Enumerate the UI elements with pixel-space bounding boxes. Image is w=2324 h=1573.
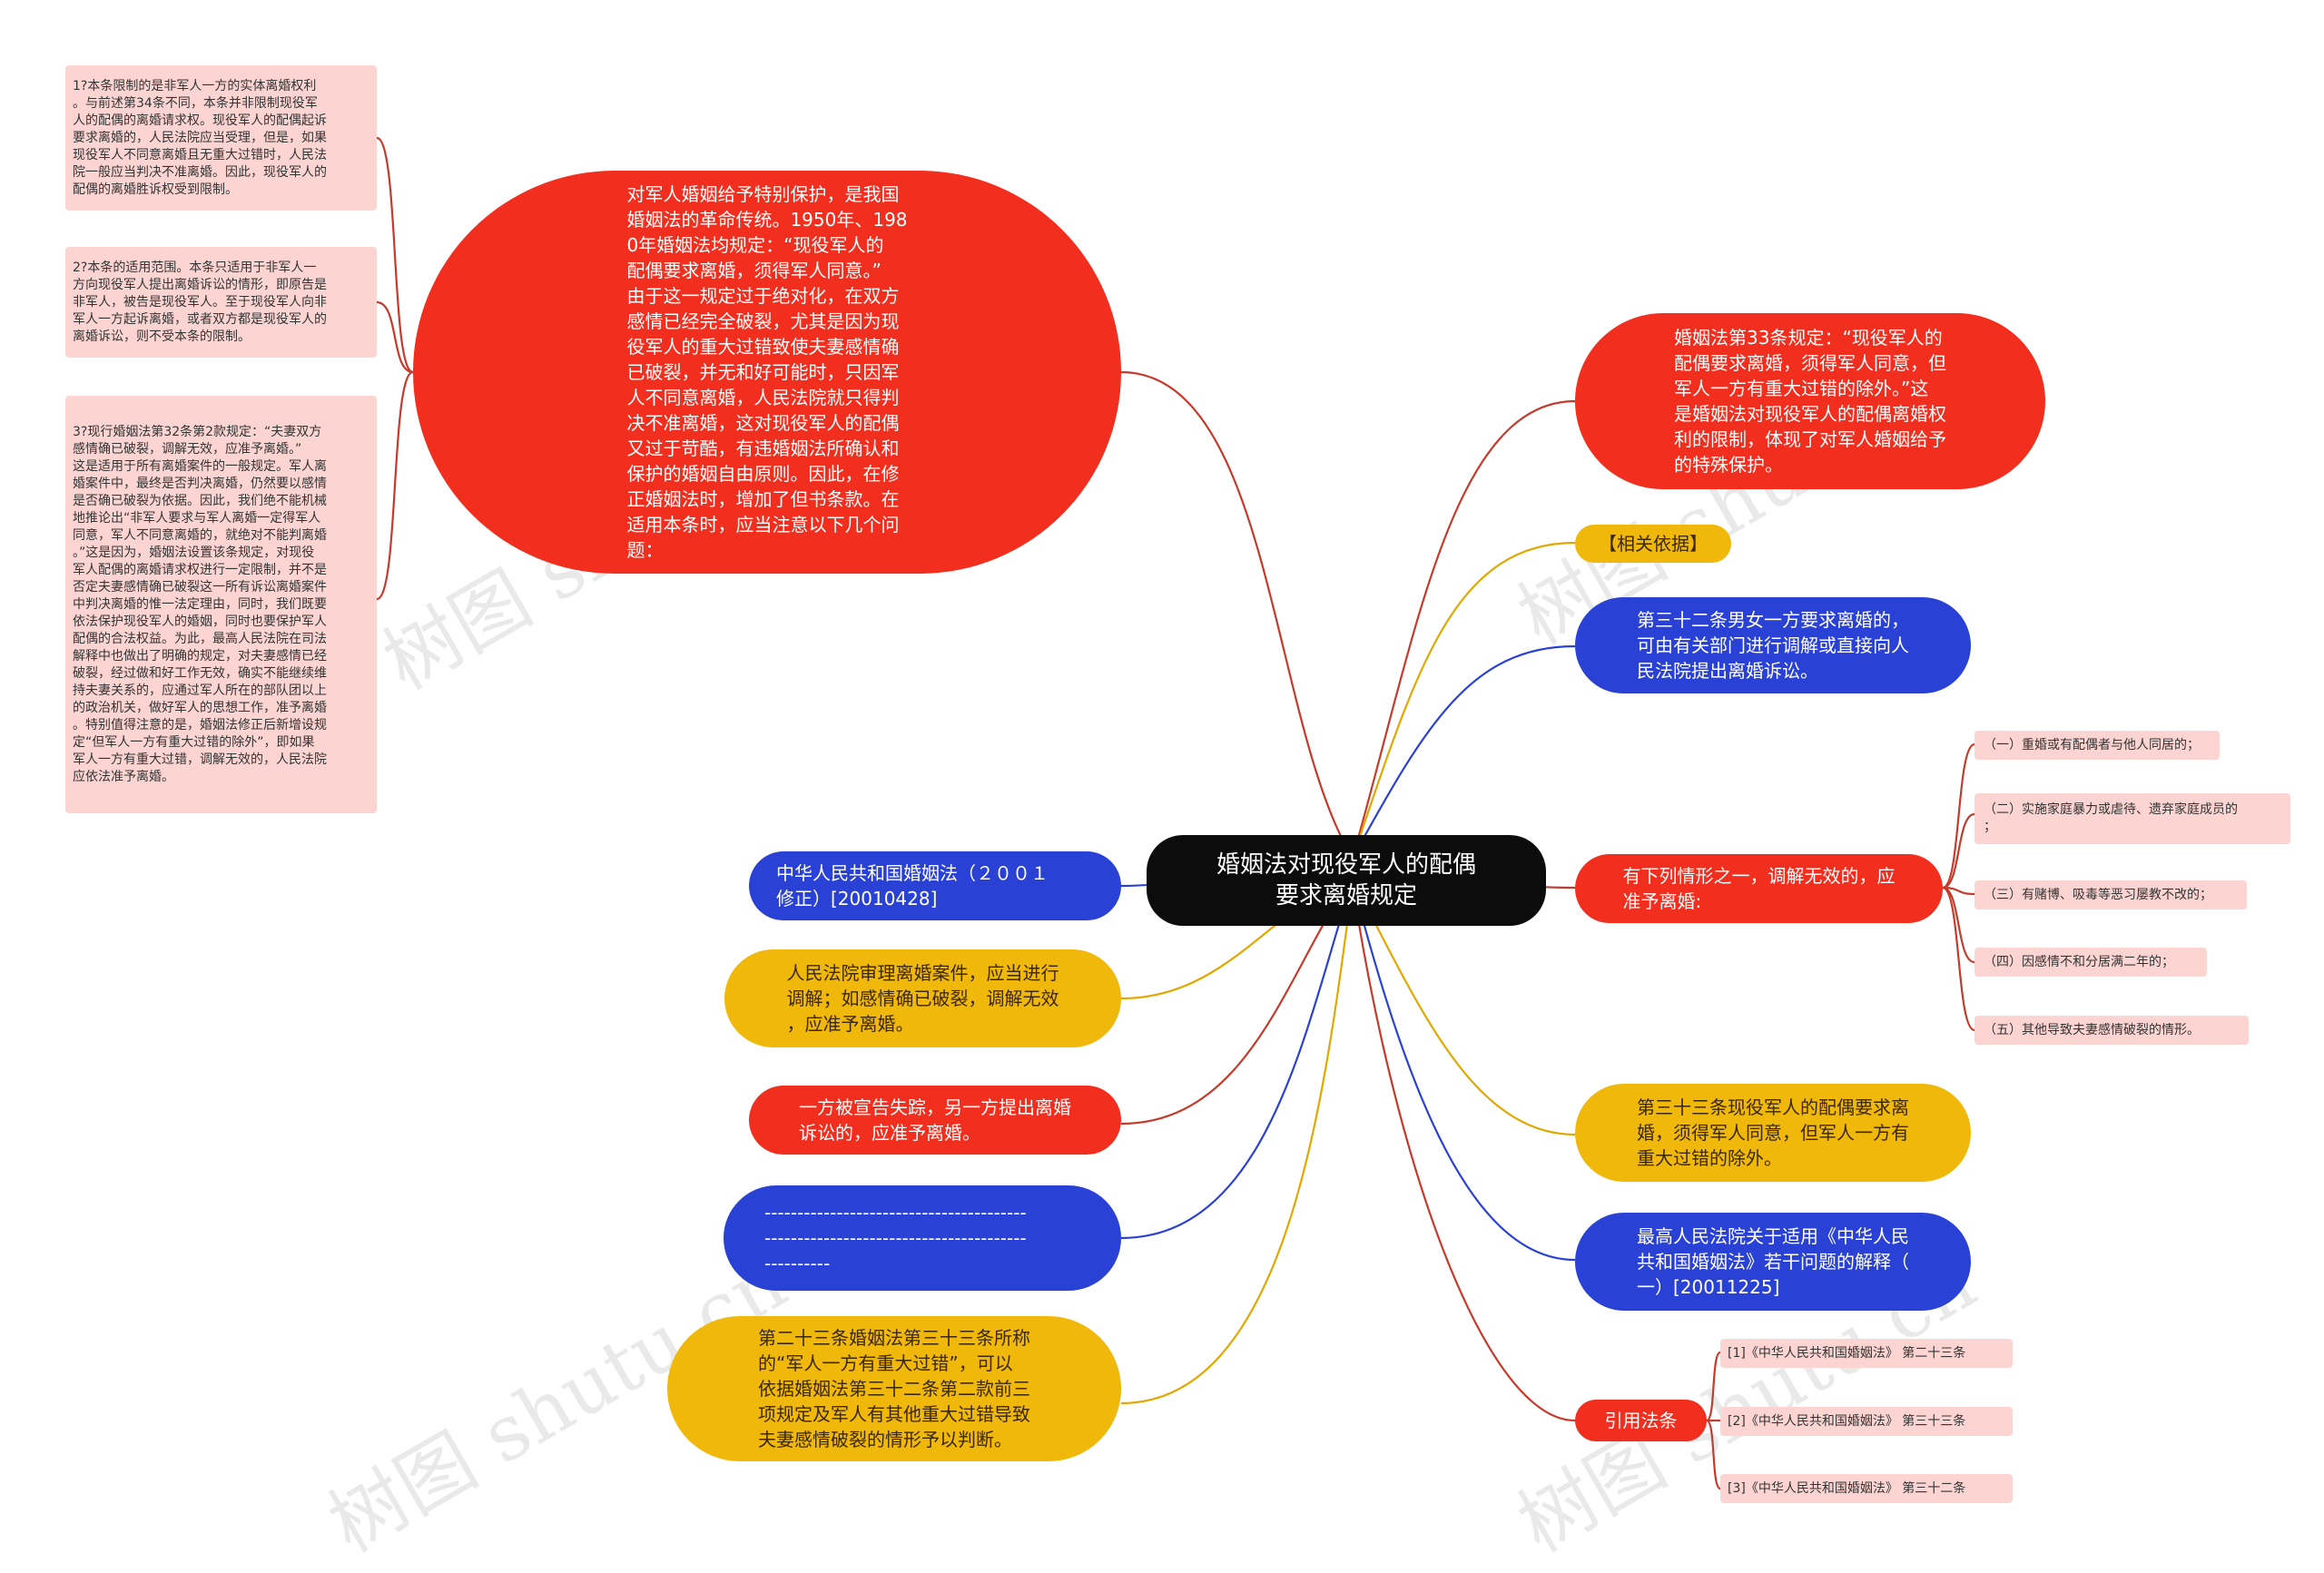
situation-item[interactable]: （一）重婚或有配偶者与他人同居的； xyxy=(1974,731,2220,760)
topic-separator[interactable]: ----------------------------------------… xyxy=(724,1185,1121,1291)
situation-item[interactable]: （三）有赌博、吸毒等恶习屡教不改的； xyxy=(1974,880,2247,909)
central-topic[interactable]: 婚姻法对现役军人的配偶 要求离婚规定 xyxy=(1147,835,1546,926)
cited-article-item[interactable]: [2]《中华人民共和国婚姻法》 第三十三条 xyxy=(1720,1407,2013,1436)
topic-related-basis[interactable]: 【相关依据】 xyxy=(1575,525,1731,563)
topic-missing-person[interactable]: 一方被宣告失踪，另一方提出离婚 诉讼的，应准予离婚。 xyxy=(749,1086,1121,1155)
situation-item[interactable]: （四）因感情不和分居满二年的； xyxy=(1974,948,2207,977)
situation-item[interactable]: （二）实施家庭暴力或虐待、遗弃家庭成员的 ； xyxy=(1974,793,2290,844)
topic-marriage-law-2001[interactable]: 中华人民共和国婚姻法（２００１ 修正）[20010428] xyxy=(749,851,1121,920)
cited-article-item[interactable]: [3]《中华人民共和国婚姻法》 第三十二条 xyxy=(1720,1474,2013,1503)
note-item[interactable]: 1?本条限制的是非军人一方的实体离婚权利 。与前述第34条不同，本条并非限制现役… xyxy=(65,65,377,211)
note-item[interactable]: 2?本条的适用范围。本条只适用于非军人一 方向现役军人提出离婚诉讼的情形，即原告… xyxy=(65,247,377,358)
topic-judicial-interpretation-art23[interactable]: 第二十三条婚姻法第三十三条所称 的“军人一方有重大过错”，可以 依据婚姻法第三十… xyxy=(667,1316,1121,1461)
cited-article-item[interactable]: [1]《中华人民共和国婚姻法》 第二十三条 xyxy=(1720,1339,2013,1368)
topic-art32[interactable]: 第三十二条男女一方要求离婚的， 可由有关部门进行调解或直接向人 民法院提出离婚诉… xyxy=(1575,597,1971,693)
topic-military-marriage-protection[interactable]: 对军人婚姻给予特别保护，是我国 婚姻法的革命传统。1950年、198 0年婚姻法… xyxy=(413,171,1121,574)
topic-art33[interactable]: 第三十三条现役军人的配偶要求离 婚，须得军人同意，但军人一方有 重大过错的除外。 xyxy=(1575,1084,1971,1182)
topic-cited-articles[interactable]: 引用法条 xyxy=(1575,1400,1707,1441)
note-item[interactable]: 3?现行婚姻法第32条第2款规定：“夫妻双方 感情确已破裂，调解无效，应准予离婚… xyxy=(65,396,377,813)
topic-court-mediation[interactable]: 人民法院审理离婚案件，应当进行 调解；如感情确已破裂，调解无效 ，应准予离婚。 xyxy=(724,949,1121,1047)
topic-supreme-court-interpretation[interactable]: 最高人民法院关于适用《中华人民 共和国婚姻法》若干问题的解释（ 一）[20011… xyxy=(1575,1213,1971,1311)
situation-item[interactable]: （五）其他导致夫妻感情破裂的情形。 xyxy=(1974,1016,2249,1045)
topic-divorce-situations[interactable]: 有下列情形之一，调解无效的，应 准予离婚: xyxy=(1575,854,1943,923)
topic-art33-description[interactable]: 婚姻法第33条规定：“现役军人的 配偶要求离婚，须得军人同意，但 军人一方有重大… xyxy=(1575,313,2045,489)
